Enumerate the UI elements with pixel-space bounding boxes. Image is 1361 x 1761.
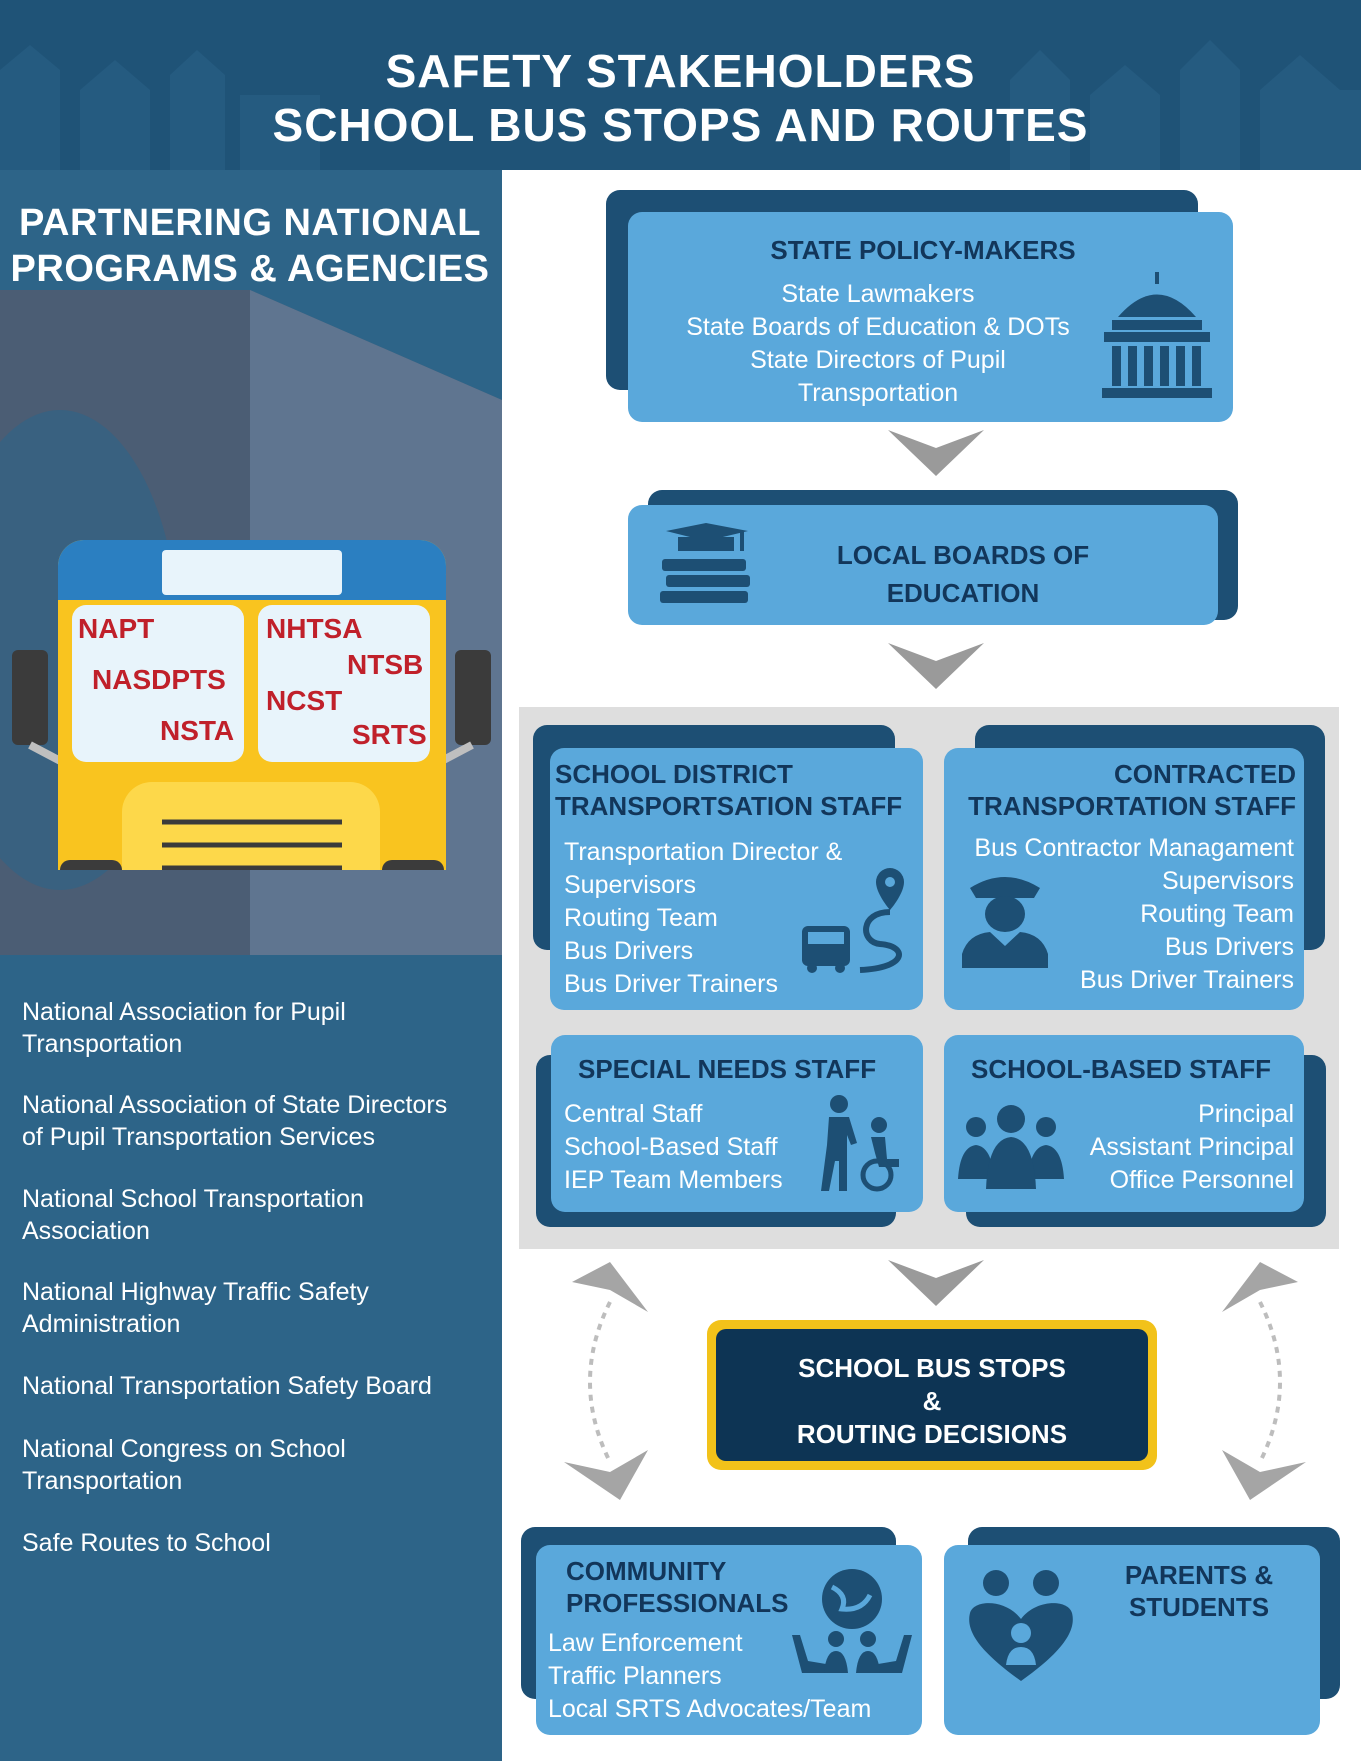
school-title: SCHOOL-BASED STAFF [971, 1054, 1271, 1084]
down-chevron-icon [888, 1260, 984, 1306]
community-line: Traffic Planners [548, 1662, 722, 1690]
bus-label-nasdpts: NASDPTS [92, 664, 226, 695]
partners-heading: PARTNERING NATIONAL PROGRAMS & AGENCIES [10, 200, 490, 292]
bus-route-icon [802, 868, 904, 973]
local-title-line2: EDUCATION [886, 578, 1040, 608]
bidirectional-arrow-left [564, 1262, 648, 1500]
contracted-line: Bus Driver Trainers [1080, 966, 1294, 994]
community-globe-icon [792, 1569, 912, 1673]
school-line: Assistant Principal [1089, 1133, 1294, 1161]
bidirectional-arrow-right [1222, 1262, 1306, 1500]
down-chevron-icon [888, 430, 984, 476]
contracted-staff-box: CONTRACTED TRANSPORTATION STAFF Bus Cont… [944, 748, 1304, 1010]
page-title-line1: SAFETY STAKEHOLDERS [385, 45, 976, 97]
agency-line: National Congress on School [22, 1435, 346, 1463]
agency-item-nhtsa: National Highway Traffic Safety Administ… [22, 1276, 492, 1340]
parents-title-line2: STUDENTS [1128, 1592, 1270, 1622]
agency-line: National Association for Pupil [22, 998, 346, 1026]
state-line: State Directors of Pupil [750, 346, 1006, 374]
district-line: Bus Driver Trainers [564, 970, 778, 998]
wheelchair-assist-icon [821, 1095, 899, 1192]
state-line: Transportation [797, 379, 959, 407]
contracted-title-line2: TRANSPORTATION STAFF [968, 791, 1296, 821]
bus-label-nhtsa: NHTSA [266, 613, 363, 644]
agency-item-nsta: National School Transportation Associati… [22, 1183, 492, 1247]
partners-heading-line1: PARTNERING NATIONAL [19, 202, 481, 244]
agency-line: Administration [22, 1310, 181, 1338]
contracted-line: Supervisors [1162, 867, 1294, 895]
school-line: Office Personnel [1109, 1166, 1294, 1194]
district-line: Supervisors [564, 871, 696, 899]
state-title: STATE POLICY-MAKERS [770, 235, 1076, 265]
special-needs-box: SPECIAL NEEDS STAFF Central Staff School… [551, 1035, 923, 1212]
agency-line: of Pupil Transportation Services [22, 1123, 375, 1151]
capitol-building-icon [1102, 272, 1212, 398]
district-line: Transportation Director & [564, 838, 843, 866]
school-based-box: SCHOOL-BASED STAFF Principal Assistant P… [944, 1035, 1304, 1212]
state-policy-box: STATE POLICY-MAKERS State Lawmakers Stat… [628, 212, 1233, 422]
special-line: Central Staff [564, 1100, 703, 1128]
agency-line: National Association of State Directors [22, 1091, 448, 1119]
special-line: IEP Team Members [564, 1166, 783, 1194]
community-line: Law Enforcement [548, 1629, 743, 1657]
district-line: Routing Team [564, 904, 718, 932]
agency-line: National School Transportation [22, 1185, 364, 1213]
bus-label-srts: SRTS [352, 719, 427, 750]
agency-item-napt: National Association for Pupil Transport… [22, 996, 492, 1060]
staff-group-icon [958, 1105, 1064, 1189]
parents-students-box: PARENTS & STUDENTS [944, 1545, 1320, 1735]
community-title-line1: COMMUNITY [566, 1556, 727, 1586]
bus-label-ncst: NCST [266, 685, 343, 716]
decision-box: SCHOOL BUS STOPS & ROUTING DECISIONS [716, 1329, 1148, 1461]
district-line: Bus Drivers [564, 937, 694, 965]
decision-line3: ROUTING DECISIONS [796, 1419, 1068, 1449]
special-line: School-Based Staff [564, 1133, 778, 1161]
family-heart-icon [969, 1570, 1073, 1681]
agency-item-nasdpts: National Association of State Directors … [22, 1089, 492, 1153]
parents-title-line1: PARENTS & [1124, 1560, 1274, 1590]
books-graduation-cap-icon [660, 523, 750, 603]
bus-label-ntsb: NTSB [347, 649, 424, 680]
school-bus-illustration [12, 540, 491, 870]
agency-line: Transportation [22, 1467, 183, 1495]
driver-cap-icon [962, 877, 1048, 968]
city-skyline-background [0, 40, 1361, 170]
agency-item-ncst: National Congress on School Transportati… [22, 1433, 492, 1497]
district-title-line1: SCHOOL DISTRICT [555, 759, 793, 789]
agency-line: Association [22, 1217, 150, 1245]
state-line: State Boards of Education & DOTs [686, 313, 1070, 341]
state-line: State Lawmakers [781, 280, 975, 308]
agency-line: National Highway Traffic Safety [22, 1278, 369, 1306]
local-boards-box: LOCAL BOARDS OF EDUCATION [628, 505, 1218, 625]
contracted-line: Bus Drivers [1164, 933, 1294, 961]
down-chevron-icon [888, 643, 984, 689]
community-title-line2: PROFESSIONALS [566, 1588, 789, 1618]
local-title-line1: LOCAL BOARDS OF [836, 540, 1090, 570]
contracted-line: Routing Team [1140, 900, 1294, 928]
agency-item-srts: Safe Routes to School [22, 1527, 492, 1559]
community-line: Local SRTS Advocates/Team [548, 1695, 872, 1723]
contracted-title-line1: CONTRACTED [1114, 759, 1296, 789]
district-title-line2: TRANSPORTSATION STAFF [555, 791, 903, 821]
agency-line: Safe Routes to School [22, 1529, 271, 1557]
decision-line1: SCHOOL BUS STOPS [798, 1353, 1066, 1383]
partners-heading-line2: PROGRAMS & AGENCIES [10, 248, 490, 290]
decision-line2: & [922, 1386, 942, 1416]
header-banner: SAFETY STAKEHOLDERS SCHOOL BUS STOPS AND… [0, 0, 1361, 170]
agency-line: National Transportation Safety Board [22, 1372, 432, 1400]
special-title: SPECIAL NEEDS STAFF [578, 1054, 877, 1084]
page-title-line2: SCHOOL BUS STOPS AND ROUTES [272, 99, 1089, 151]
district-staff-box: SCHOOL DISTRICT TRANSPORTSATION STAFF Tr… [550, 748, 923, 1010]
bus-label-nsta: NSTA [160, 715, 235, 746]
agency-line: Transportation [22, 1030, 183, 1058]
bus-label-napt: NAPT [78, 613, 155, 644]
partners-panel: PARTNERING NATIONAL PROGRAMS & AGENCIES [0, 170, 502, 1761]
contracted-line: Bus Contractor Managament [974, 834, 1294, 862]
agency-item-ntsb: National Transportation Safety Board [22, 1370, 492, 1402]
community-professionals-box: COMMUNITY PROFESSIONALS Law Enforcement … [536, 1545, 922, 1735]
school-line: Principal [1198, 1100, 1294, 1128]
